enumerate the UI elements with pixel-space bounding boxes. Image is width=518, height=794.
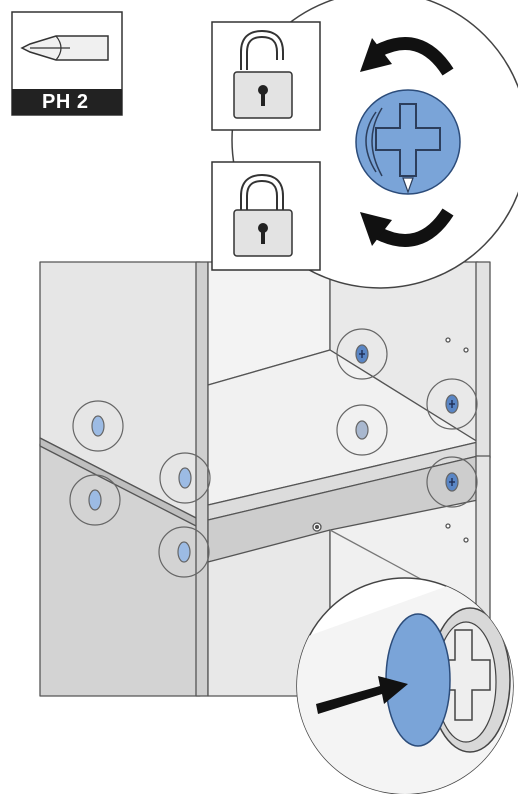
- cover-cap: [91, 415, 105, 437]
- cover-cap: [177, 541, 191, 563]
- push-arrow-icon: [316, 676, 408, 714]
- arrow-clockwise-icon: [372, 208, 454, 247]
- padlock-closed-icon: [211, 161, 321, 271]
- cover-cap: [178, 467, 192, 489]
- arrow-counterclockwise-icon: [372, 37, 454, 76]
- cover-cap: [88, 489, 102, 511]
- cabinet: [39, 261, 491, 697]
- cam-lock-detail: [211, 0, 518, 289]
- padlock-open-icon: [211, 21, 321, 131]
- cover-cap-detail: [296, 577, 514, 794]
- tool-label: PH 2: [12, 89, 122, 115]
- cam-lock-disk: [355, 89, 461, 195]
- cover-cap: [385, 613, 451, 747]
- cam-lock-screw: [355, 420, 369, 440]
- panel-front-edge: [195, 261, 209, 697]
